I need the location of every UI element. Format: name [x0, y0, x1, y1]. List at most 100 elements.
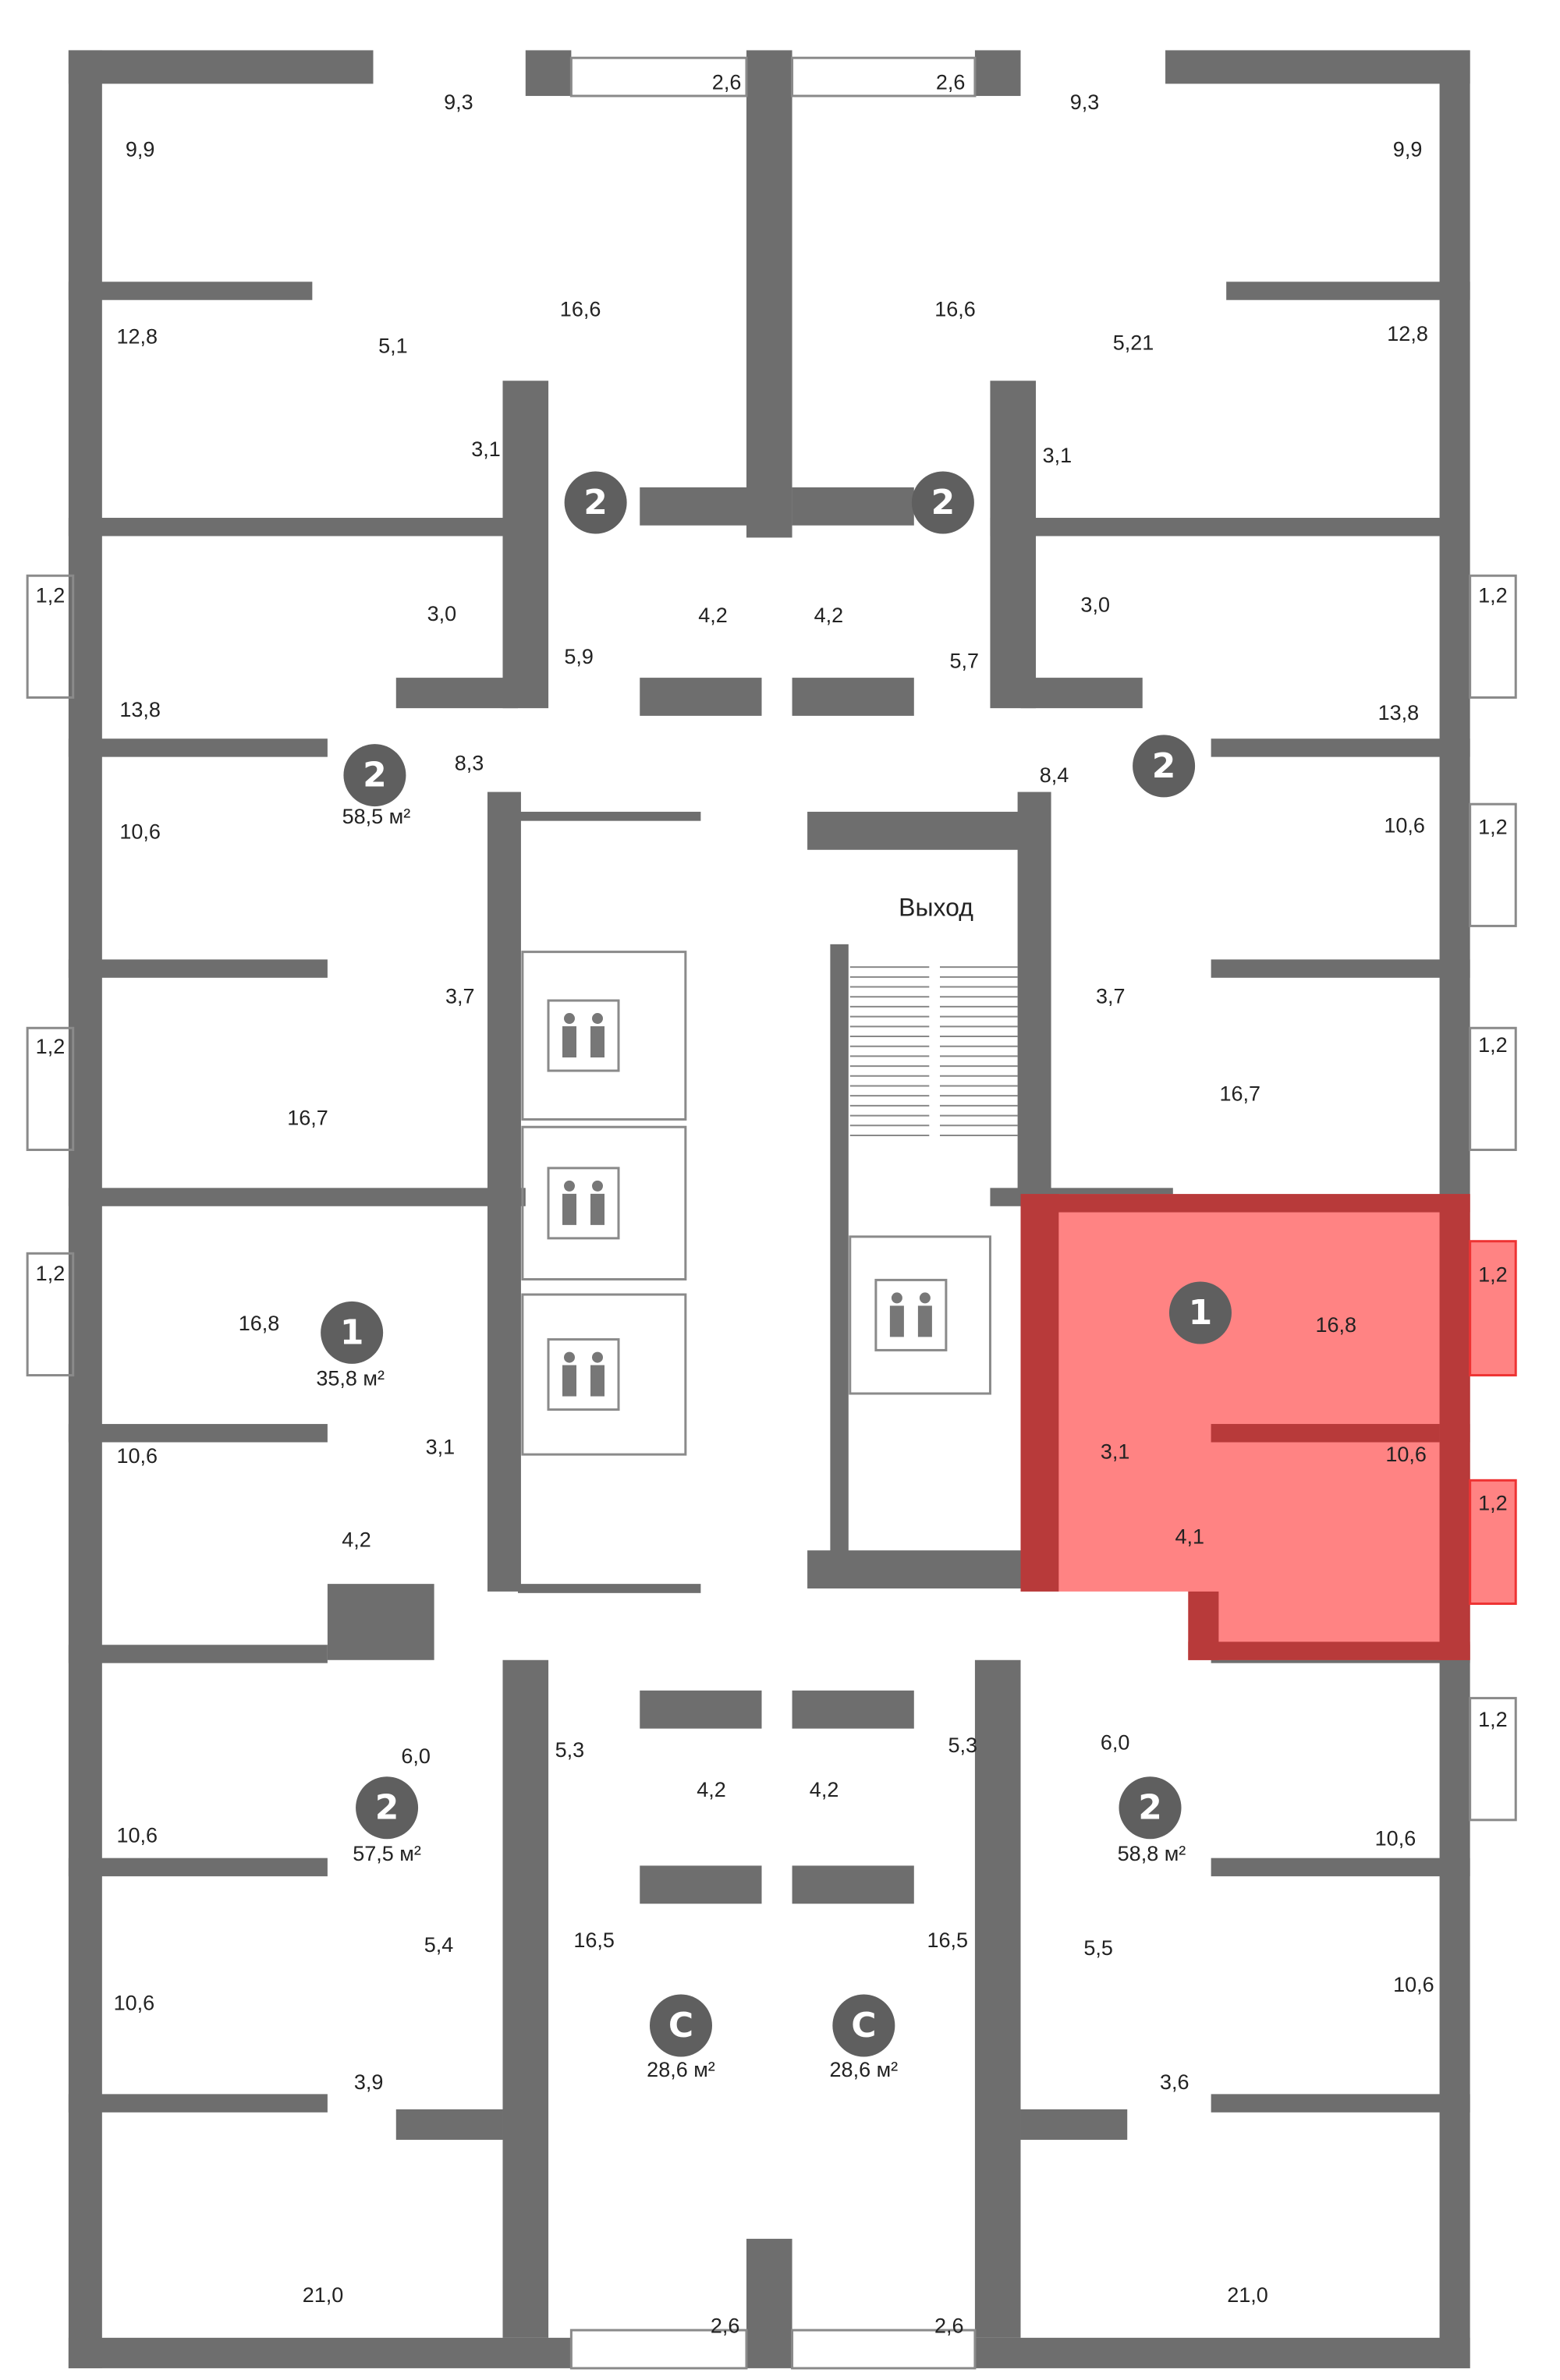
- room-area-label: 1,2: [36, 1035, 66, 1058]
- room-area-label: 5,9: [564, 645, 594, 668]
- room-area-label: 3,6: [1160, 2070, 1190, 2094]
- wall: [792, 1690, 914, 1729]
- room-area-label: 3,9: [354, 2070, 384, 2094]
- wall: [68, 1858, 328, 1877]
- room-area-label: 5,1: [378, 334, 408, 357]
- apartment-type-badge: 1: [321, 1301, 384, 1364]
- room-area-label: 10,6: [116, 1444, 158, 1468]
- wall: [395, 678, 519, 709]
- wall: [974, 50, 1021, 97]
- apartment-total-area: 35,8 м²: [316, 1367, 385, 1390]
- room-area-label: 2,6: [936, 71, 966, 94]
- wall: [68, 518, 526, 537]
- person-icon: [562, 1193, 576, 1225]
- badge-label: 2: [583, 483, 608, 522]
- selected-balcony: [1469, 1240, 1517, 1377]
- selected-apartment-wall: [1188, 1642, 1470, 1660]
- room-area-label: 10,6: [114, 1991, 155, 2014]
- room-area-label: 8,4: [1040, 763, 1069, 787]
- selected-apartment-wall: [1020, 1194, 1470, 1213]
- room-area-label: 10,6: [119, 820, 161, 843]
- badge-circle: [564, 471, 627, 534]
- room-area-label: 2,6: [711, 2314, 740, 2337]
- wall: [68, 2337, 572, 2368]
- wall: [68, 738, 328, 757]
- badge-circle: [649, 1994, 712, 2057]
- room-area-label: 16,6: [934, 298, 976, 321]
- elevator-icon: [547, 1167, 620, 1240]
- room-area-label: 16,7: [1219, 1082, 1260, 1105]
- room-area-label: 1,2: [36, 584, 66, 607]
- elevator: [521, 951, 687, 1121]
- elevator: [521, 1125, 687, 1281]
- badge-label: 2: [375, 1788, 399, 1828]
- room-area-label: 10,6: [1384, 814, 1425, 838]
- room-area-label: 4,1: [1175, 1525, 1205, 1549]
- wall: [640, 1690, 762, 1729]
- room-area-label: 16,5: [573, 1928, 615, 1952]
- badge-label: 2: [363, 756, 387, 795]
- room-area-label: 1,2: [1478, 816, 1508, 839]
- apartment-type-badge: 2: [1133, 735, 1196, 798]
- selected-apartment[interactable]: [1020, 1194, 1517, 1660]
- badge-label: С: [668, 2006, 693, 2045]
- wall: [1165, 50, 1470, 84]
- wall: [68, 1424, 328, 1443]
- badge-circle: [1119, 1776, 1182, 1840]
- balcony: [1469, 1026, 1517, 1152]
- badge-label: 2: [931, 483, 956, 522]
- person-icon: [590, 1026, 604, 1058]
- badge-label: 1: [340, 1312, 364, 1352]
- apartment-type-badge: 2: [1119, 1776, 1182, 1840]
- room-area-label: 3,0: [1080, 593, 1110, 616]
- room-area-label: 2,6: [934, 2314, 964, 2337]
- room-area-label: 9,9: [126, 137, 155, 161]
- room-area-label: 2,6: [712, 71, 742, 94]
- room-area-label: 10,6: [1375, 1826, 1416, 1850]
- person-icon: [591, 1351, 603, 1363]
- room-area-label: 13,8: [1378, 701, 1420, 724]
- room-area-label: 1,2: [1478, 584, 1508, 607]
- balcony: [1469, 802, 1517, 927]
- apartment-total-area: 28,6 м²: [647, 2058, 715, 2081]
- apartment-total-area: 28,6 м²: [830, 2058, 899, 2081]
- room-area-label: 1,2: [1478, 1033, 1508, 1057]
- person-icon: [591, 1180, 603, 1192]
- wall: [974, 1659, 1021, 2338]
- room-area-label: 16,8: [1315, 1313, 1356, 1337]
- room-area-label: 21,0: [1227, 2283, 1268, 2307]
- room-area-label: 3,1: [1101, 1440, 1130, 1463]
- person-icon: [562, 1026, 576, 1058]
- room-area-label: 10,6: [116, 1823, 158, 1847]
- badge-circle: [321, 1301, 384, 1364]
- person-icon: [563, 1351, 575, 1363]
- room-area-label: 6,0: [401, 1744, 431, 1768]
- room-area-label: 9,3: [1070, 90, 1100, 114]
- wall: [990, 518, 1448, 537]
- room-area-label: 5,4: [424, 1933, 454, 1957]
- wall: [68, 50, 374, 84]
- badge-label: 1: [1189, 1293, 1213, 1333]
- wall: [640, 678, 762, 716]
- wall: [792, 1865, 914, 1904]
- wall: [68, 959, 328, 978]
- wall: [830, 944, 849, 1554]
- room-area-label: 10,6: [1393, 1973, 1434, 1996]
- wall: [68, 50, 102, 2368]
- badge-circle: [343, 744, 406, 807]
- room-area-label: 12,8: [1387, 322, 1428, 345]
- balcony: [26, 574, 75, 699]
- balcony: [26, 1026, 75, 1152]
- person-icon: [591, 1013, 603, 1025]
- room-area-label: 3,1: [426, 1435, 456, 1458]
- elevator: [521, 1293, 687, 1456]
- wall: [746, 50, 792, 538]
- balcony: [569, 56, 748, 97]
- room-area-label: 12,8: [116, 325, 158, 349]
- badge-label: 2: [1152, 746, 1176, 786]
- apartment-type-badge: 2: [356, 1776, 419, 1840]
- person-icon: [562, 1365, 576, 1397]
- room-area-label: 5,3: [948, 1734, 978, 1757]
